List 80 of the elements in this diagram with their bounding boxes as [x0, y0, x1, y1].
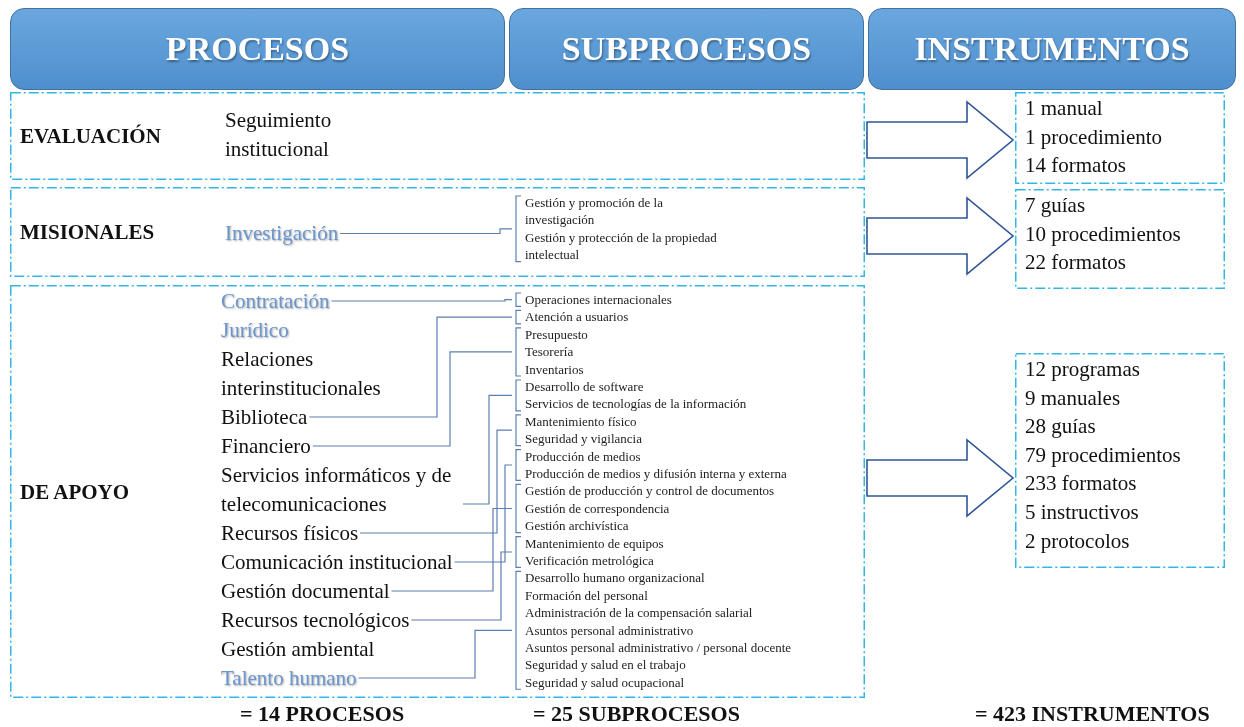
- process-label: Servicios informáticos y de telecomunicaciones: [221, 460, 461, 519]
- category-label: DE APOYO: [20, 479, 130, 504]
- subprocess-item: Servicios de tecnologías de la información: [525, 395, 748, 413]
- connector-line: [410, 551, 513, 621]
- process-label: Contratación: [221, 286, 330, 316]
- subprocess-item: Formación del personal: [525, 586, 649, 605]
- instrument-list-box: [1015, 92, 1225, 184]
- connector-line: [357, 629, 513, 679]
- category-band: [10, 187, 865, 277]
- instrument-count: 7 guías: [1025, 192, 1087, 219]
- process-label: Seguimiento institucional: [225, 106, 375, 164]
- column-header: PROCESOS: [10, 8, 505, 90]
- connector-line: [312, 351, 513, 447]
- subprocess-item: Seguridad y salud ocupacional: [525, 673, 686, 692]
- subprocess-item: Atención a usuarios: [525, 308, 630, 326]
- connector-line: [330, 299, 513, 302]
- instrument-count: 9 manuales: [1025, 384, 1122, 412]
- subprocess-item: Tesorería: [525, 343, 575, 361]
- block-arrow: [866, 196, 1015, 276]
- connector-line: [339, 228, 513, 235]
- process-label: Biblioteca: [221, 402, 308, 432]
- subprocess-item: Gestión de correspondencia: [525, 499, 671, 518]
- instrument-count: 5 instructivos: [1025, 498, 1140, 526]
- instrument-count: 1 procedimiento: [1025, 123, 1164, 151]
- subprocess-item: Mantenimiento de equipos: [525, 534, 665, 552]
- subprocess-item: Operaciones internacionales: [525, 291, 673, 309]
- column-header: SUBPROCESOS: [509, 8, 864, 90]
- total-label: = 423 INSTRUMENTOS: [975, 701, 1210, 727]
- instrument-count: 2 protocolos: [1025, 527, 1131, 555]
- instrument-count: 22 formatos: [1025, 249, 1127, 277]
- process-label: Recursos tecnológicos: [221, 605, 410, 635]
- instrument-count: 12 programas: [1025, 356, 1141, 383]
- process-label: Financiero: [221, 431, 311, 461]
- total-label: = 25 SUBPROCESOS: [533, 701, 740, 727]
- instrument-count: 28 guías: [1025, 413, 1097, 441]
- process-label: Gestión ambiental: [221, 634, 375, 664]
- subprocess-item: Producción de medios: [525, 447, 642, 465]
- process-label: Investigación: [225, 219, 339, 248]
- subprocess-item: Administración de la compensación salarial: [525, 604, 754, 622]
- subprocess-item: Seguridad y salud en el trabajo: [525, 656, 687, 674]
- subprocess-item: Asuntos personal administrativo / personal docente: [525, 639, 793, 657]
- category-band: [10, 285, 865, 698]
- connector-line: [390, 507, 513, 592]
- instrument-list-box: [1015, 353, 1225, 568]
- category-band: [10, 92, 865, 180]
- subprocess-item: Presupuesto: [525, 325, 589, 344]
- connector-line: [308, 316, 513, 418]
- subprocess-item: Inventarios: [525, 360, 585, 378]
- subprocess-item: Mantenimiento físico: [525, 412, 638, 431]
- category-label: MISIONALES: [20, 219, 155, 245]
- subprocess-item: Desarrollo de software: [525, 378, 645, 396]
- subprocess-item: Gestión de producción y control de documentos: [525, 482, 776, 500]
- subprocess-item: Seguridad y vigilancia: [525, 430, 643, 448]
- process-label: Talento humano: [221, 663, 357, 693]
- process-label: Jurídico: [221, 315, 289, 345]
- connector-line: [462, 394, 513, 505]
- subprocess-item: Gestión y protección de la propiedad intelectual: [525, 228, 718, 264]
- total-label: = 14 PROCESOS: [240, 701, 405, 727]
- instrument-count: 1 manual: [1025, 95, 1104, 122]
- instrument-count: 233 formatos: [1025, 470, 1138, 498]
- instrument-list-box: [1015, 189, 1225, 289]
- process-label: Comunicación institucional: [221, 547, 453, 577]
- subprocess-item: Gestión archivística: [525, 517, 630, 535]
- process-label: Relaciones interinstitucionales: [221, 344, 421, 403]
- process-label: Gestión documental: [221, 576, 390, 606]
- connector-line: [453, 464, 513, 563]
- instrument-count: 79 procedimientos: [1025, 441, 1182, 469]
- connector-line: [359, 429, 513, 534]
- instrument-count: 10 procedimientos: [1025, 220, 1182, 248]
- instrument-count: 14 formatos: [1025, 152, 1127, 180]
- column-header: INSTRUMENTOS: [868, 8, 1236, 90]
- block-arrow: [866, 100, 1015, 180]
- subprocess-item: Asuntos personal administrativo: [525, 621, 695, 639]
- block-arrow: [866, 438, 1015, 518]
- subprocess-item: Producción de medios y difusión interna y externa: [525, 465, 788, 483]
- category-label: EVALUACIÓN: [20, 123, 161, 149]
- subprocess-item: Desarrollo humano organizacional: [525, 569, 706, 587]
- subprocess-item: Verificación metrológica: [525, 552, 655, 570]
- process-label: Recursos físicos: [221, 518, 359, 548]
- subprocess-item: Gestión y promoción de la investigación: [525, 194, 664, 229]
